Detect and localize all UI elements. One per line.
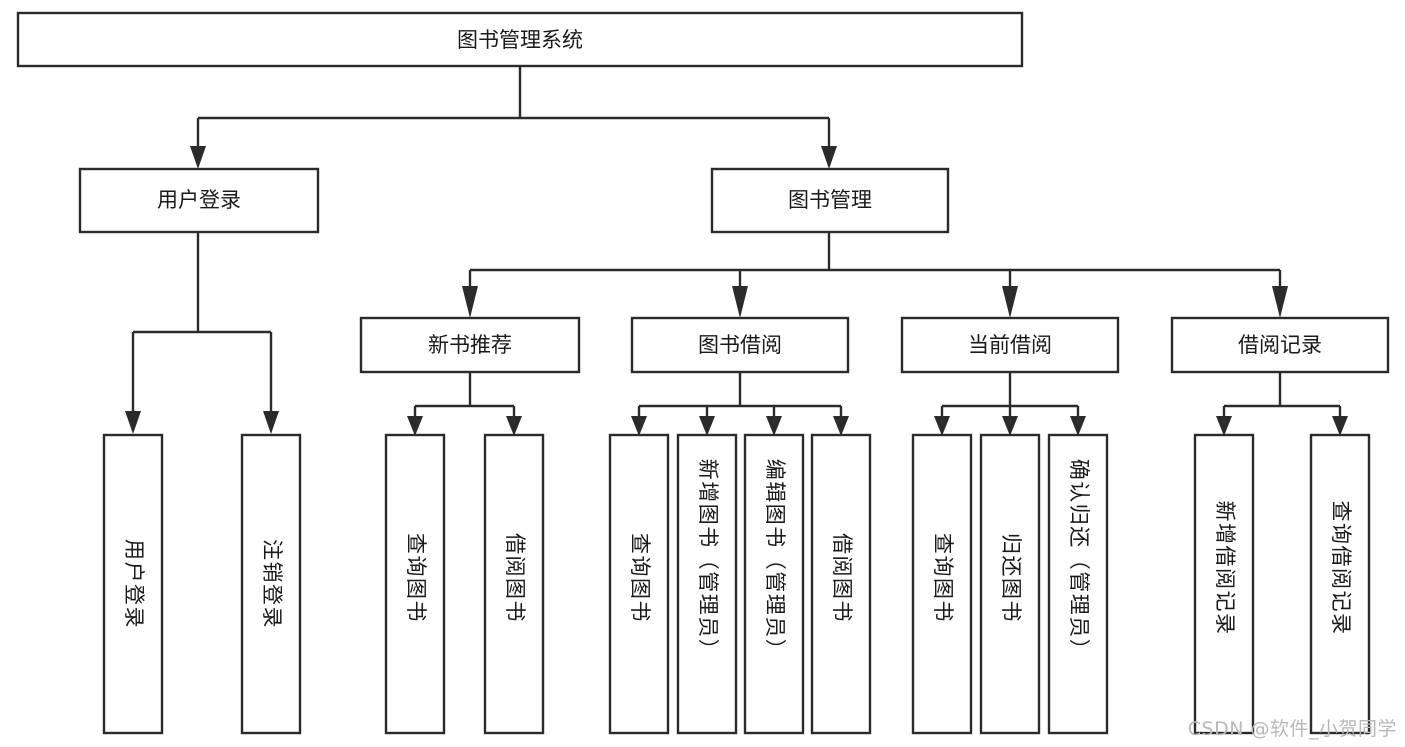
connector-current-borrow-trunk (940, 372, 1080, 418)
node-book-manage-box[interactable] (710, 167, 950, 234)
node-book-manage-label: 图书管理 (788, 188, 872, 212)
node-user-login-box[interactable] (78, 167, 320, 234)
node-leaf-query-book-2-label: 查询图书 (628, 533, 652, 623)
arrow-head-leaf-confirm-return (1070, 416, 1086, 436)
node-leaf-borrow-book-1[interactable]: 借阅图书 (483, 433, 545, 735)
node-borrow-record-label: 借阅记录 (1238, 333, 1322, 357)
connector-borrow-record-trunk (1222, 372, 1342, 418)
node-leaf-return-book-label: 归还图书 (999, 533, 1023, 623)
node-leaf-add-record-label: 新增借阅记录 (1213, 501, 1237, 636)
node-current-borrow-label: 当前借阅 (968, 333, 1052, 357)
node-leaf-borrow-book-2-label: 借阅图书 (830, 533, 854, 623)
arrow-head-leaf-edit-book (766, 416, 782, 436)
node-leaf-edit-book[interactable]: 编辑图书（管理员） (743, 433, 805, 735)
node-leaf-confirm-return-box[interactable] (1047, 433, 1109, 735)
node-new-book-recommend[interactable]: 新书推荐 (359, 316, 581, 374)
node-leaf-edit-book-label: 编辑图书（管理员） (763, 459, 787, 662)
node-leaf-add-book-label: 新增图书（管理员） (696, 459, 720, 662)
arrow-head-borrow-record (1272, 286, 1288, 318)
node-leaf-user-login[interactable]: 用户登录 (102, 433, 164, 735)
node-leaf-add-record-box[interactable] (1193, 433, 1255, 735)
connector-group-user-login (125, 232, 279, 434)
node-leaf-add-book-box[interactable] (676, 433, 738, 735)
arrow-head-new-book-recommend (462, 286, 478, 318)
node-leaf-confirm-return-label: 确认归还（管理员） (1067, 459, 1091, 662)
arrow-head-leaf-add-book (699, 416, 715, 436)
arrow-head-book-manage (821, 146, 837, 169)
arrow-head-leaf-query-record (1332, 416, 1348, 436)
arrow-head-leaf-user-login (125, 411, 141, 434)
node-book-borrow[interactable]: 图书借阅 (630, 316, 850, 374)
node-leaf-user-login-box[interactable] (102, 433, 164, 735)
node-leaf-borrow-book-2[interactable]: 借阅图书 (810, 433, 872, 735)
arrow-head-leaf-query-book-2 (631, 416, 647, 436)
arrow-head-book-borrow (732, 286, 748, 318)
arrow-head-leaf-user-logout (263, 411, 279, 434)
node-book-borrow-label: 图书借阅 (698, 333, 782, 357)
node-new-book-recommend-box[interactable] (359, 316, 581, 374)
node-leaf-query-book-3[interactable]: 查询图书 (911, 433, 973, 735)
node-borrow-record[interactable]: 借阅记录 (1170, 316, 1390, 374)
node-user-login-label: 用户登录 (157, 188, 241, 212)
node-leaf-return-book[interactable]: 归还图书 (979, 433, 1041, 735)
node-user-login[interactable]: 用户登录 (78, 167, 320, 234)
node-new-book-recommend-label: 新书推荐 (428, 333, 512, 357)
node-leaf-query-record-label: 查询借阅记录 (1329, 501, 1353, 636)
node-leaf-edit-book-box[interactable] (743, 433, 805, 735)
node-leaf-add-record[interactable]: 新增借阅记录 (1193, 433, 1255, 735)
node-leaf-return-book-box[interactable] (979, 433, 1041, 735)
node-leaf-query-book-1-label: 查询图书 (404, 533, 428, 623)
node-leaf-add-book[interactable]: 新增图书（管理员） (676, 433, 738, 735)
node-book-manage[interactable]: 图书管理 (710, 167, 950, 234)
node-root-label: 图书管理系统 (457, 28, 583, 52)
connector-group-current-borrow (934, 372, 1086, 436)
connector-group-book-borrow (631, 372, 849, 436)
connector-group-book-manage (462, 232, 1288, 318)
node-current-borrow-box[interactable] (900, 316, 1120, 374)
node-book-borrow-box[interactable] (630, 316, 850, 374)
node-leaf-query-record[interactable]: 查询借阅记录 (1309, 433, 1371, 735)
node-leaf-borrow-book-2-box[interactable] (810, 433, 872, 735)
node-leaf-user-logout[interactable]: 注销登录 (240, 433, 302, 735)
node-leaf-query-book-2-box[interactable] (608, 433, 670, 735)
node-leaf-query-record-box[interactable] (1309, 433, 1371, 735)
node-leaf-user-logout-label: 注销登录 (260, 539, 284, 629)
arrow-head-leaf-borrow-book-1 (506, 416, 522, 436)
connector-group-root (190, 66, 837, 169)
node-borrow-record-box[interactable] (1170, 316, 1390, 374)
connector-group-borrow-record (1216, 372, 1348, 436)
node-root-box[interactable] (16, 11, 1024, 68)
node-current-borrow[interactable]: 当前借阅 (900, 316, 1120, 374)
node-root[interactable]: 图书管理系统 (16, 11, 1024, 68)
node-leaf-query-book-1-box[interactable] (384, 433, 446, 735)
node-leaf-confirm-return[interactable]: 确认归还（管理员） (1047, 433, 1109, 735)
node-leaf-query-book-3-label: 查询图书 (931, 533, 955, 623)
arrow-head-leaf-query-book-3 (934, 416, 950, 436)
node-leaf-user-logout-box[interactable] (240, 433, 302, 735)
node-leaf-query-book-1[interactable]: 查询图书 (384, 433, 446, 735)
connector-root-trunk (196, 66, 831, 148)
arrow-head-user-login (190, 146, 206, 169)
connector-book-borrow-trunk (637, 372, 843, 418)
connector-user-login-trunk (131, 232, 273, 413)
arrow-head-current-borrow (1002, 286, 1018, 318)
arrow-head-leaf-return-book (1002, 416, 1018, 436)
node-leaf-borrow-book-1-box[interactable] (483, 433, 545, 735)
node-leaf-borrow-book-1-label: 借阅图书 (503, 533, 527, 623)
connector-new-book-recommend-trunk (413, 372, 516, 418)
connector-book-manage-trunk (468, 232, 1282, 288)
arrow-head-leaf-borrow-book-2 (833, 416, 849, 436)
node-leaf-query-book-2[interactable]: 查询图书 (608, 433, 670, 735)
arrow-head-leaf-add-record (1216, 416, 1232, 436)
connector-group-new-book-recommend (407, 372, 522, 436)
node-leaf-user-login-label: 用户登录 (122, 539, 146, 629)
node-leaf-query-book-3-box[interactable] (911, 433, 973, 735)
arrow-head-leaf-query-book-1 (407, 416, 423, 436)
